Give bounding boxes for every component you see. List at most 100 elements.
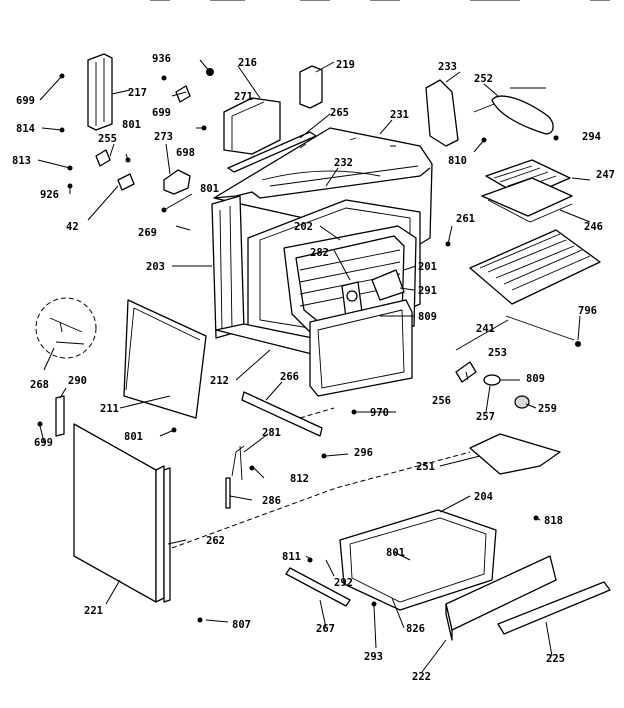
label-265: 265 (330, 107, 349, 119)
label-217: 217 (128, 87, 147, 99)
label-253: 253 (488, 347, 507, 359)
part-221-side-panel (73, 423, 165, 603)
label-801-c: 801 (124, 431, 143, 443)
label-291: 291 (418, 285, 437, 297)
label-262: 262 (206, 535, 225, 547)
label-814: 814 (16, 123, 35, 135)
label-201: 201 (418, 261, 437, 273)
label-292: 292 (334, 577, 353, 589)
part-204-storage-drawer (339, 509, 497, 611)
part-203-front-frame (211, 195, 245, 339)
label-290: 290 (68, 375, 87, 387)
label-216: 216 (238, 57, 257, 69)
label-809-a: 809 (418, 311, 437, 323)
label-801-b: 801 (200, 183, 219, 195)
label-202: 202 (294, 221, 313, 233)
part-42-plate (117, 173, 135, 191)
part-268-wire-harness (35, 297, 97, 359)
label-811: 811 (282, 551, 301, 563)
label-221: 221 (84, 605, 103, 617)
part-225-kick-panel (497, 581, 611, 635)
part-266-channel (241, 391, 323, 437)
part-252-heating-element (473, 87, 554, 135)
label-241: 241 (476, 323, 495, 335)
dashed-relation-lines (171, 407, 471, 549)
label-255: 255 (98, 133, 117, 145)
part-222-drawer-front (445, 555, 557, 641)
leader-lines (37, 59, 591, 673)
label-246: 246 (584, 221, 603, 233)
label-970: 970 (370, 407, 389, 419)
label-699-top: 699 (16, 95, 35, 107)
label-282: 282 (310, 247, 329, 259)
label-936: 936 (152, 53, 171, 65)
label-809-b: 809 (526, 373, 545, 385)
part-271-clip (175, 85, 191, 103)
label-281: 281 (262, 427, 281, 439)
part-246-broiler-pan (481, 177, 573, 223)
part-255-switch (95, 149, 111, 167)
label-294: 294 (582, 131, 601, 143)
label-247: 247 (596, 169, 615, 181)
label-233: 233 (438, 61, 457, 73)
part-labels: 936 216 219 233 252 699 217 271 699 814 … (12, 53, 615, 683)
part-253-sensor (505, 315, 575, 341)
label-261: 261 (456, 213, 475, 225)
label-268: 268 (30, 379, 49, 391)
label-810: 810 (448, 155, 467, 167)
label-826: 826 (406, 623, 425, 635)
part-291-bracket (371, 269, 405, 301)
part-217-side-bracket (87, 53, 113, 131)
label-42: 42 (66, 221, 79, 233)
part-241-oven-rack (469, 229, 601, 305)
label-271: 271 (234, 91, 253, 103)
label-231: 231 (390, 109, 409, 121)
label-296: 296 (354, 447, 373, 459)
part-286-rod (225, 477, 231, 509)
label-813: 813 (12, 155, 31, 167)
label-273: 273 (154, 131, 173, 143)
part-273-bracket (163, 169, 191, 195)
part-233-vent-bracket (425, 79, 459, 147)
label-818: 818 (544, 515, 563, 527)
part-262-trim (163, 467, 171, 603)
label-232: 232 (334, 157, 353, 169)
part-281-bracket (231, 445, 245, 481)
label-219: 219 (336, 59, 355, 71)
screws (37, 68, 581, 623)
label-807: 807 (232, 619, 251, 631)
label-286: 286 (262, 495, 281, 507)
label-699-mid: 699 (152, 107, 171, 119)
part-259-knob (514, 395, 530, 409)
label-812: 812 (290, 473, 309, 485)
part-267-drawer-slide (285, 567, 351, 607)
label-801-d: 801 (386, 547, 405, 559)
label-203: 203 (146, 261, 165, 273)
label-269: 269 (138, 227, 157, 239)
label-801-a: 801 (122, 119, 141, 131)
label-698: 698 (176, 147, 195, 159)
part-219-plate (299, 65, 323, 109)
label-212: 212 (210, 375, 229, 387)
label-266-a: 266 (280, 371, 299, 383)
label-259: 259 (538, 403, 557, 415)
label-699-low: 699 (34, 437, 53, 449)
part-251-bracket (469, 433, 561, 475)
label-204: 204 (474, 491, 493, 503)
label-251: 251 (416, 461, 435, 473)
label-926: 926 (40, 189, 59, 201)
label-796: 796 (578, 305, 597, 317)
label-257: 257 (476, 411, 495, 423)
label-225: 225 (546, 653, 565, 665)
part-216-vent-duct (223, 97, 281, 155)
label-267: 267 (316, 623, 335, 635)
label-222: 222 (412, 671, 431, 683)
label-293: 293 (364, 651, 383, 663)
label-252: 252 (474, 73, 493, 85)
label-256: 256 (432, 395, 451, 407)
part-257-socket (483, 374, 501, 386)
part-290-strip (55, 395, 65, 437)
part-970-drawer-frame (309, 299, 413, 397)
